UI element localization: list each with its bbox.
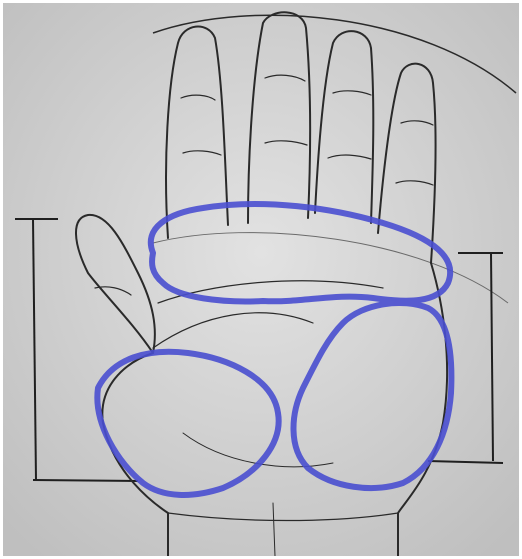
hand-sketch: [3, 3, 519, 556]
paper-background: [3, 3, 519, 556]
